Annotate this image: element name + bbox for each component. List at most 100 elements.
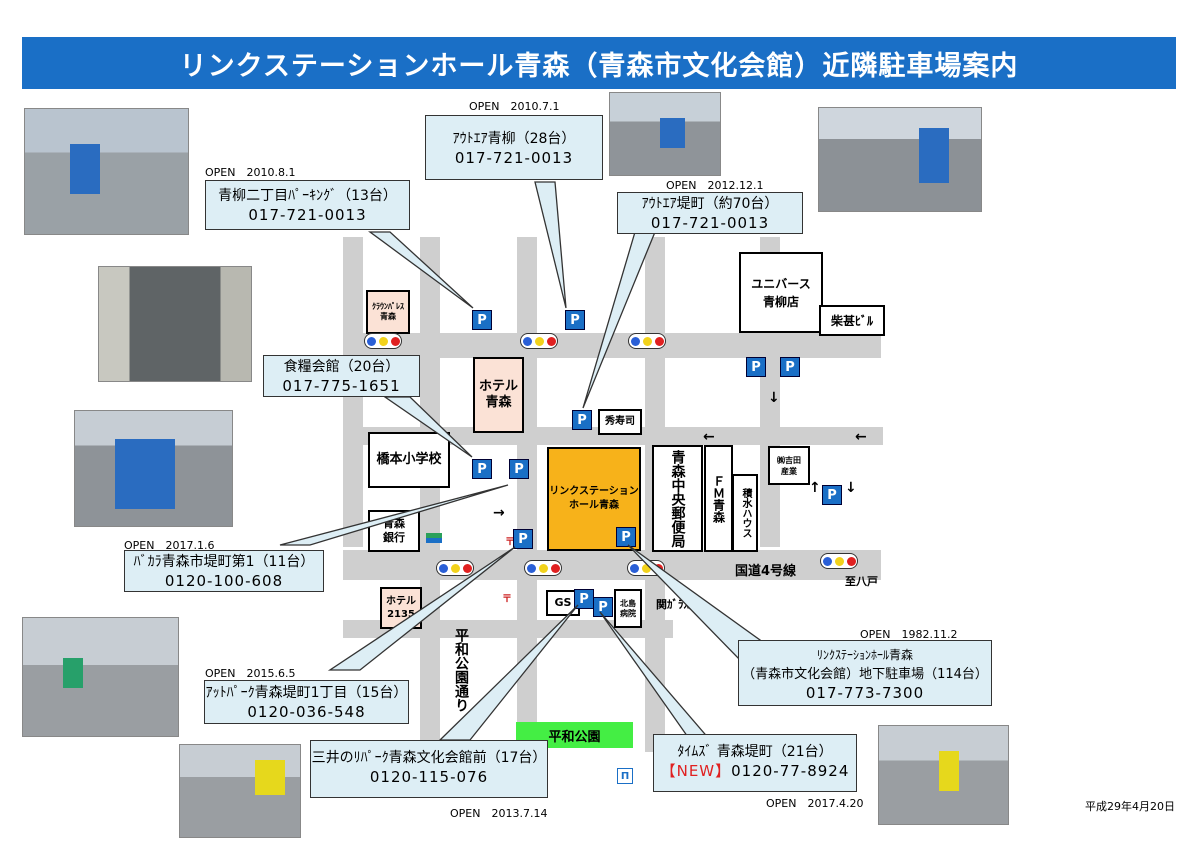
callout-aoyagi-out-phone: 017-721-0013 <box>454 149 574 167</box>
photo-atto <box>22 617 179 737</box>
parking-shokuryo-2[interactable]: P <box>509 459 529 479</box>
arrow-left-1: ← <box>703 429 715 445</box>
signal-light-yellow <box>642 336 652 346</box>
signal-light-yellow <box>834 556 844 566</box>
parking-bakara[interactable]: P <box>513 529 533 549</box>
signal-7 <box>820 553 858 569</box>
signal-light-red <box>390 336 400 346</box>
signal-light-red <box>462 563 472 573</box>
arrow-down-1: ↓ <box>768 390 780 406</box>
callout-atto: ｱｯﾄﾊﾟｰｸ青森堤町1丁目（15台） 0120-036-548 <box>204 680 409 724</box>
callout-aoyagi2-phone: 017-721-0013 <box>248 206 367 224</box>
callout-aoyagi2: 青柳二丁目ﾊﾟｰｷﾝｸﾞ（13台） 017-721-0013 <box>205 180 410 230</box>
callout-bakara-phone: 0120-100-608 <box>164 572 284 590</box>
page-title: リンクステーションホール青森（青森市文化会館）近隣駐車場案内 <box>22 37 1176 89</box>
open-bakara: OPEN 2017.1.6 <box>124 539 215 552</box>
photo-tsutsumi-out <box>818 107 982 212</box>
signal-light-red <box>654 336 664 346</box>
callout-aoyagi-out-name: ｱｳﾄｴｱ青柳（28台） <box>452 131 576 147</box>
callout-link-name2: （青森市文化会館）地下駐車場（114台） <box>742 667 988 682</box>
kitajima-hospital: 北島 病院 <box>614 589 642 628</box>
parking-tsutsumi-out[interactable]: P <box>572 410 592 430</box>
callout-bakara: ﾊﾞｶﾗ青森市堤町第1（11台） 0120-100-608 <box>124 550 324 592</box>
signal-5 <box>524 560 562 576</box>
signal-light-blue <box>522 336 532 346</box>
callout-mitsui-phone: 0120-115-076 <box>369 768 489 786</box>
open-mitsui: OPEN 2013.7.14 <box>450 807 548 820</box>
hidesushi: 秀寿司 <box>598 409 642 435</box>
parking-times[interactable]: P <box>593 597 613 617</box>
open-aoyagi2: OPEN 2010.8.1 <box>205 166 296 179</box>
issue-date: 平成29年4月20日 <box>1085 800 1175 813</box>
photo-times <box>878 725 1009 825</box>
signal-light-yellow <box>534 336 544 346</box>
callout-times-new: 【NEW】 <box>660 762 732 780</box>
photo-crown <box>98 266 252 382</box>
photo-aoyagi-out <box>609 92 721 176</box>
crown-palace: ｸﾗｳﾝﾊﾟﾚｽ 青森 <box>366 290 410 334</box>
callout-times-phone-line: 【NEW】0120-77-8924 <box>654 762 856 781</box>
callout-times-phone: 0120-77-8924 <box>731 762 850 780</box>
signal-light-yellow <box>538 563 548 573</box>
signal-light-yellow <box>641 563 651 573</box>
signal-light-blue <box>366 336 376 346</box>
hachinohe-label: 至八戸 <box>845 575 878 588</box>
callout-bakara-name: ﾊﾞｶﾗ青森市堤町第1（11台） <box>133 554 315 570</box>
hotel-2135: ホテル 2135 <box>380 587 422 629</box>
signal-1 <box>520 333 558 349</box>
callout-aoyagi2-name: 青柳二丁目ﾊﾟｰｷﾝｸﾞ（13台） <box>218 188 397 204</box>
callout-shokuryo: 食糧会館（20台） 017-775-1651 <box>263 355 420 397</box>
open-aoyagi-out: OPEN 2010.7.1 <box>469 100 560 113</box>
hashimoto-school: 橋本小学校 <box>368 432 450 488</box>
hotel-aomori: ホテル 青森 <box>473 357 524 433</box>
callout-tsutsumi-out-phone: 017-721-0013 <box>650 214 770 232</box>
heiwa-park: 平和公園 <box>516 722 633 748</box>
park-toilet-icon: Π <box>617 768 633 784</box>
callout-link: ﾘﾝｸｽﾃｰｼｮﾝﾎｰﾙ青森 （青森市文化会館）地下駐車場（114台） 017-… <box>738 640 992 706</box>
callout-tsutsumi-out-name: ｱｳﾄｴｱ堤町（約70台） <box>641 196 779 212</box>
callout-tsutsumi-out: ｱｳﾄｴｱ堤町（約70台） 017-721-0013 <box>617 192 803 234</box>
photo-mitsui <box>179 744 301 838</box>
photo-aoyagi2 <box>24 108 189 235</box>
signal-light-red <box>546 336 556 346</box>
signal-light-red <box>550 563 560 573</box>
heiwa-dori-label: 平和公園通り <box>453 628 469 712</box>
signal-light-yellow <box>450 563 460 573</box>
callout-times: ﾀｲﾑｽﾞ 青森堤町（21台） 【NEW】0120-77-8924 <box>653 734 857 792</box>
arrow-up: ↑ <box>809 480 821 496</box>
signal-3 <box>364 333 402 349</box>
parking-yoshida[interactable]: P <box>822 485 842 505</box>
callout-atto-phone: 0120-036-548 <box>247 703 366 721</box>
open-link: OPEN 1982.11.2 <box>860 628 958 641</box>
open-tsutsumi-out: OPEN 2012.12.1 <box>666 179 764 192</box>
callout-mitsui-name: 三井のﾘﾊﾟｰｸ青森文化会館前（17台） <box>311 750 547 766</box>
parking-aoyagi2[interactable]: P <box>472 310 492 330</box>
signal-light-blue <box>526 563 536 573</box>
callout-atto-name: ｱｯﾄﾊﾟｰｸ青森堤町1丁目（15台） <box>205 685 408 701</box>
parking-shokuryo-1[interactable]: P <box>472 459 492 479</box>
shibajin-building: 柴甚ﾋﾞﾙ <box>819 305 885 336</box>
post-mark-2: 〒 <box>502 594 512 605</box>
callout-mitsui: 三井のﾘﾊﾟｰｸ青森文化会館前（17台） 0120-115-076 <box>310 740 548 798</box>
parking-east-1[interactable]: P <box>746 357 766 377</box>
signal-2 <box>628 333 666 349</box>
callout-shokuryo-phone: 017-775-1651 <box>282 377 401 395</box>
signal-light-blue <box>629 563 639 573</box>
open-times: OPEN 2017.4.20 <box>766 797 864 810</box>
post-mark: 〒 <box>505 537 515 548</box>
callout-link-name1: ﾘﾝｸｽﾃｰｼｮﾝﾎｰﾙ青森 <box>816 648 913 662</box>
yoshida-sangyo: ㈱吉田 産業 <box>768 446 810 485</box>
universe-aoyagi: ユニバース 青柳店 <box>739 252 823 333</box>
signal-light-yellow <box>378 336 388 346</box>
parking-east-2[interactable]: P <box>780 357 800 377</box>
signal-4 <box>436 560 474 576</box>
callout-link-phone: 017-773-7300 <box>805 684 925 702</box>
callout-times-name: ﾀｲﾑｽﾞ 青森堤町（21台） <box>677 744 833 760</box>
photo-shokuryo <box>74 410 233 527</box>
parking-link-station[interactable]: P <box>616 527 636 547</box>
bank-logo <box>426 533 442 543</box>
arrow-left-2: ← <box>855 429 867 445</box>
parking-aoyagi-out[interactable]: P <box>565 310 585 330</box>
signal-light-blue <box>630 336 640 346</box>
signal-light-blue <box>822 556 832 566</box>
